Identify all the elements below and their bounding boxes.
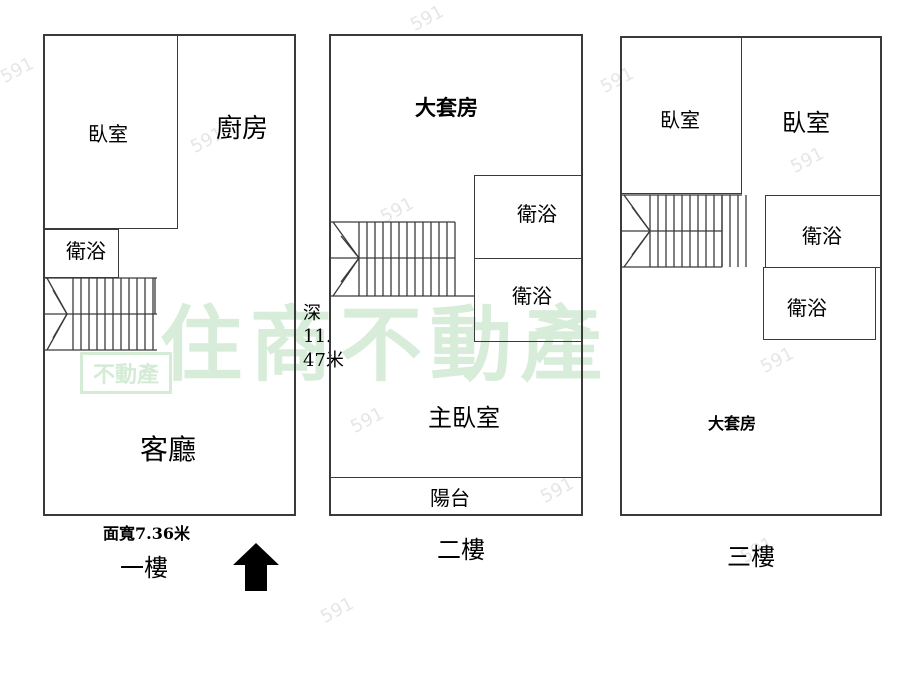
floor1-living-label: 客廳 [140,433,197,466]
staircase-icon [45,277,157,351]
floor2-bathroom-a-label: 衛浴 [517,202,557,226]
floor2-balcony-label: 陽台 [430,486,470,510]
floor3-bedroom-a [620,36,742,194]
floor2-bathroom-b-label: 衛浴 [512,284,552,308]
floor1-width-label: 面寬7.36米 [103,524,190,543]
up-arrow-icon [233,543,279,591]
watermark-591-2: 591 [407,1,448,36]
floor3-caption: 三樓 [727,543,775,571]
floor3-bathroom-b [763,267,876,340]
floor2-caption: 二樓 [437,536,485,564]
floor2-balcony [329,477,583,516]
staircase-icon [622,194,747,268]
floor3-bathroom-b-label: 衛浴 [787,296,827,320]
watermark-591-10: 591 [317,593,358,628]
floor1-bedroom [43,34,178,229]
floor3-suite-label: 大套房 [708,414,757,433]
depth-label-line1: 深 [303,303,321,324]
floor2-bathroom-b [474,258,583,342]
depth-label-line3: 47米 [303,350,344,371]
depth-label-line2: 11. [303,326,332,347]
floor1-kitchen-label: 廚房 [216,114,269,144]
watermark-company-large: 住商不動產 [160,298,611,393]
floor2-main-bedroom-label: 主臥室 [428,404,500,432]
floor1-bedroom-label: 臥室 [88,122,128,146]
floor3-bedroom-b-label: 臥室 [782,109,830,137]
staircase-icon [331,221,474,297]
floor3-bedroom-a-label: 臥室 [660,108,700,132]
watermark-company-small: 不動產 [80,352,173,394]
floor1-bathroom-label: 衛浴 [66,239,106,263]
floor3-bathroom-a-label: 衛浴 [802,224,842,248]
floor1-caption: 一樓 [120,554,168,582]
floor1-plan [43,34,296,516]
watermark-591-1: 591 [0,53,38,88]
floor3-plan [620,36,882,516]
floor2-master-suite-label: 大套房 [415,96,478,120]
